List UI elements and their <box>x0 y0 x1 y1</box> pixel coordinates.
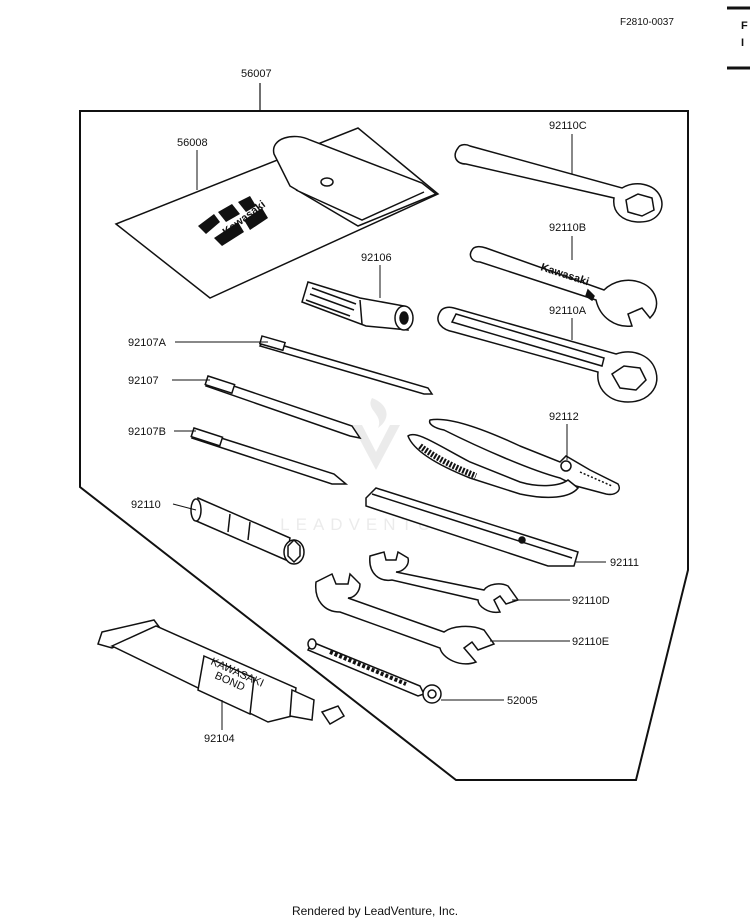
kawasaki-logo <box>198 196 268 246</box>
kit-outline <box>79 110 689 781</box>
wrench-d[interactable] <box>369 550 520 614</box>
part-number-92110E[interactable]: 92110E <box>572 636 609 648</box>
screwdriver[interactable] <box>204 375 362 440</box>
part-number-56008[interactable]: 56008 <box>177 137 208 149</box>
part-number-92106[interactable]: 92106 <box>361 252 392 264</box>
page-edge-tab-bottom: I <box>741 37 745 49</box>
screwdriver-a[interactable] <box>258 335 434 395</box>
part-number-92110A[interactable]: 92110A <box>549 305 587 317</box>
tool-bag[interactable] <box>114 127 440 299</box>
box-wrench-c[interactable] <box>454 143 663 223</box>
part-number-92107B[interactable]: 92107B <box>128 426 166 438</box>
bar[interactable] <box>365 487 579 567</box>
part-number-92110C[interactable]: 92110C <box>549 120 587 132</box>
page-edge-tab-top: F <box>741 20 748 32</box>
part-number-92111[interactable]: 92111 <box>610 557 639 569</box>
part-number-92107A[interactable]: 92107A <box>128 337 167 349</box>
screwdriver-b[interactable] <box>190 427 349 485</box>
wrench-e[interactable] <box>315 572 496 665</box>
footer-credit: Rendered by LeadVenture, Inc. <box>291 904 459 918</box>
handle[interactable] <box>301 281 414 331</box>
leader-92110 <box>172 503 197 511</box>
ring-wrench-a[interactable] <box>437 306 658 403</box>
cable[interactable] <box>306 638 442 704</box>
pliers[interactable] <box>407 418 620 499</box>
wrench-b[interactable] <box>469 245 658 327</box>
part-number-92112[interactable]: 92112 <box>549 411 579 423</box>
part-number-52005[interactable]: 52005 <box>507 695 538 707</box>
part-number-92104[interactable]: 92104 <box>204 733 235 745</box>
part-number-92110B[interactable]: 92110B <box>549 222 586 234</box>
part-number-92107[interactable]: 92107 <box>128 375 159 387</box>
diagram-reference: F2810-0037 <box>620 17 674 28</box>
bond-tube[interactable] <box>97 619 346 725</box>
part-number-56007[interactable]: 56007 <box>241 68 272 80</box>
part-number-92110D[interactable]: 92110D <box>572 595 610 607</box>
part-number-92110[interactable]: 92110 <box>131 499 161 511</box>
spark-plug-wrench[interactable] <box>190 496 305 565</box>
